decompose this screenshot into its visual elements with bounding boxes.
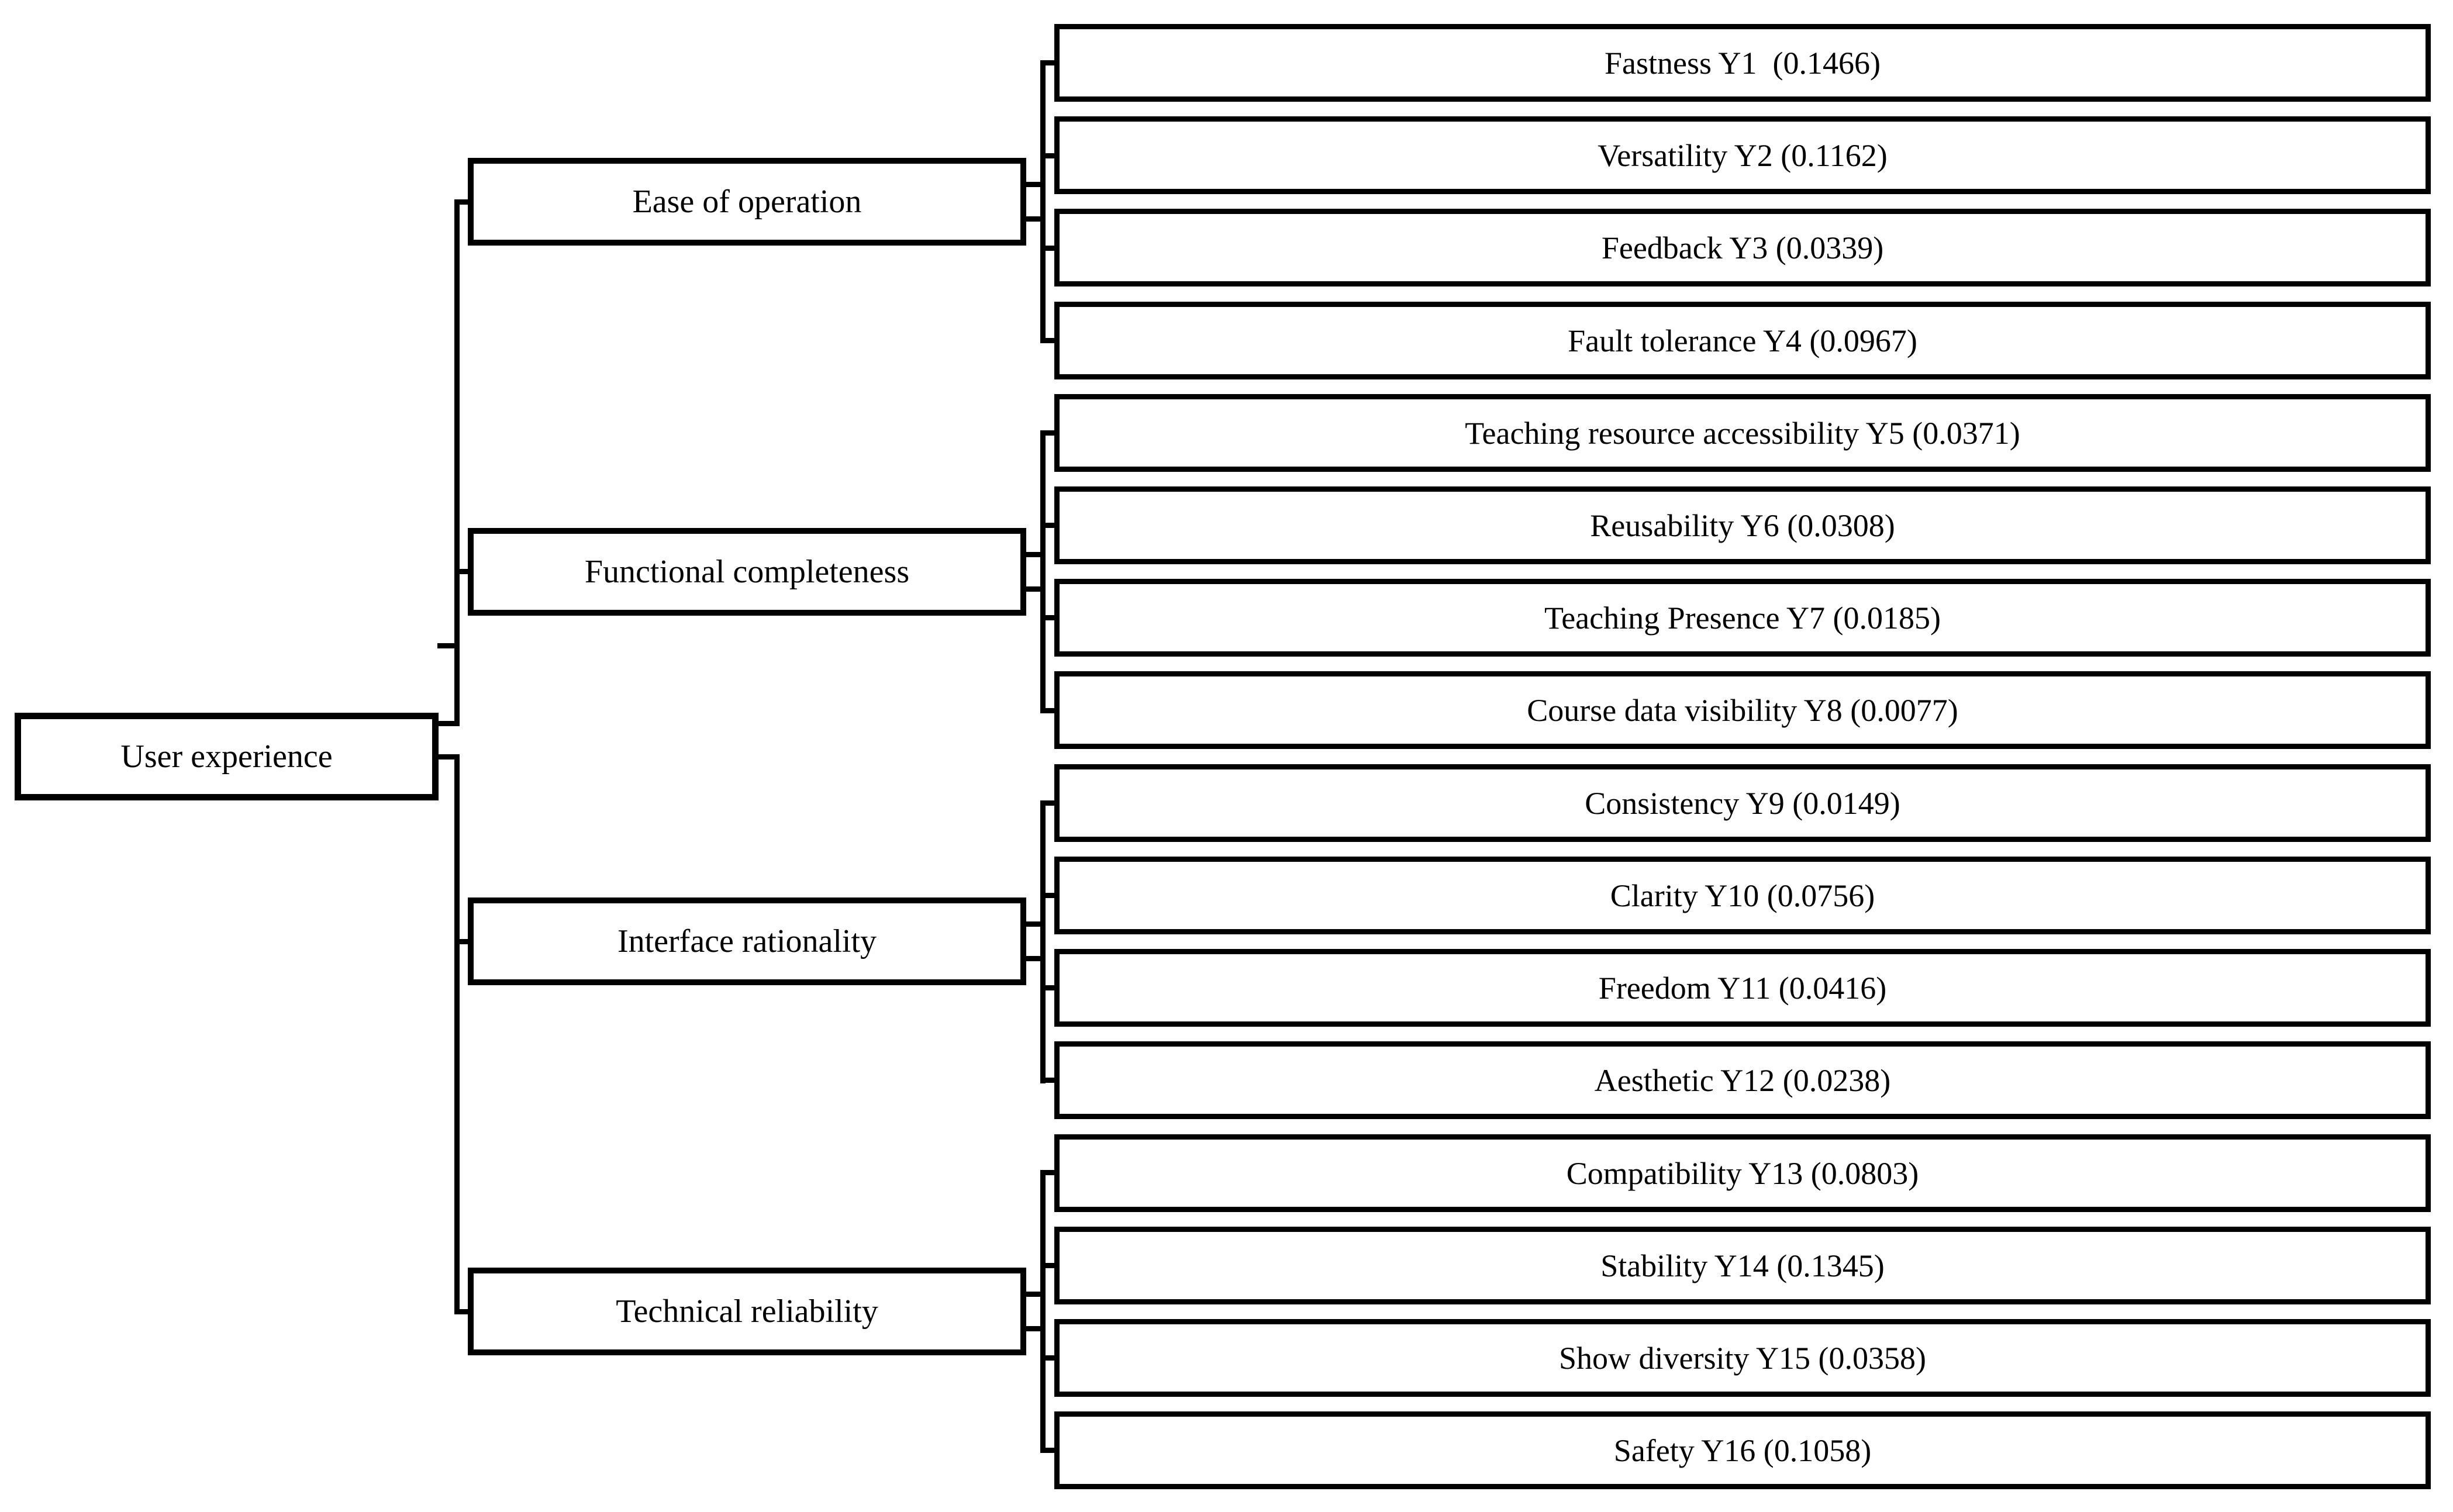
leaf-box-y10: Clarity Y10 (0.0756)	[1054, 857, 2431, 934]
connector-trunk-lower	[454, 754, 460, 1314]
connector-cat3-stub-lower	[1026, 956, 1040, 961]
connector-leaf-stub-y12	[1046, 1078, 1054, 1083]
leaf-box-y4: Fault tolerance Y4 (0.0967)	[1054, 302, 2431, 379]
leaf-label: Consistency Y9 (0.0149)	[1585, 785, 1900, 821]
connector-stub-functional-completeness	[460, 569, 468, 574]
leaf-box-y1: Fastness Y1 (0.1466)	[1054, 24, 2431, 102]
connector-leaf-stub-y16	[1046, 1448, 1054, 1453]
connector-cat4-stub-upper	[1026, 1292, 1040, 1297]
category-box-technical-reliability: Technical reliability	[468, 1268, 1026, 1355]
leaf-box-y5: Teaching resource accessibility Y5 (0.03…	[1054, 394, 2431, 472]
category-label: Functional completeness	[584, 554, 910, 590]
connector-stub-ease-of-operation	[460, 199, 468, 205]
leaf-box-y9: Consistency Y9 (0.0149)	[1054, 764, 2431, 842]
connector-cat2-stub-upper	[1026, 552, 1040, 557]
connector-cat3-stub-upper	[1026, 921, 1040, 927]
root-label: User experience	[120, 738, 333, 775]
connector-leaf-stub-y1	[1046, 60, 1054, 65]
connector-cat2-stub-lower	[1026, 586, 1040, 592]
leaf-label: Course data visibility Y8 (0.0077)	[1527, 692, 1958, 728]
leaf-box-y12: Aesthetic Y12 (0.0238)	[1054, 1041, 2431, 1119]
connector-stub-technical-reliability	[460, 1309, 468, 1314]
connector-leaf-stub-y5	[1046, 430, 1054, 436]
leaf-box-y16: Safety Y16 (0.1058)	[1054, 1411, 2431, 1489]
root-box-user-experience: User experience	[15, 713, 439, 800]
leaf-label: Stability Y14 (0.1345)	[1600, 1248, 1885, 1283]
leaf-box-y6: Reusability Y6 (0.0308)	[1054, 486, 2431, 564]
connector-leaf-stub-y6	[1046, 523, 1054, 528]
connector-leaf-stub-y13	[1046, 1170, 1054, 1175]
connector-leaf-stub-y3	[1046, 246, 1054, 251]
leaf-box-y15: Show diversity Y15 (0.0358)	[1054, 1319, 2431, 1397]
category-box-ease-of-operation: Ease of operation	[468, 158, 1026, 246]
leaf-box-y8: Course data visibility Y8 (0.0077)	[1054, 671, 2431, 749]
connector-cat1-stub-upper	[1026, 182, 1040, 187]
connector-trunk-tick	[437, 643, 454, 648]
connector-leaf-stub-y11	[1046, 985, 1054, 990]
leaf-label: Feedback Y3 (0.0339)	[1601, 230, 1884, 265]
category-label: Interface rationality	[617, 923, 877, 959]
connector-root-stub-lower	[436, 754, 460, 760]
category-box-interface-rationality: Interface rationality	[468, 897, 1026, 985]
connector-leaf-stub-y7	[1046, 615, 1054, 620]
category-label: Technical reliability	[616, 1293, 878, 1330]
leaf-label: Reusability Y6 (0.0308)	[1590, 508, 1895, 543]
connector-group1-vertical	[1040, 60, 1046, 343]
leaf-label: Clarity Y10 (0.0756)	[1610, 878, 1875, 913]
connector-leaf-stub-y14	[1046, 1263, 1054, 1268]
connector-group2-vertical	[1040, 430, 1046, 713]
leaf-label: Aesthetic Y12 (0.0238)	[1594, 1062, 1891, 1098]
connector-stub-interface-rationality	[460, 939, 468, 944]
leaf-label: Versatility Y2 (0.1162)	[1598, 137, 1888, 173]
connector-leaf-stub-y10	[1046, 893, 1054, 898]
connector-leaf-stub-y4	[1046, 338, 1054, 343]
category-label: Ease of operation	[632, 184, 862, 220]
connector-cat1-stub-lower	[1026, 216, 1040, 222]
leaf-label: Freedom Y11 (0.0416)	[1598, 970, 1887, 1006]
category-box-functional-completeness: Functional completeness	[468, 528, 1026, 616]
leaf-label: Teaching Presence Y7 (0.0185)	[1544, 600, 1941, 636]
connector-leaf-stub-y15	[1046, 1355, 1054, 1361]
leaf-box-y3: Feedback Y3 (0.0339)	[1054, 209, 2431, 286]
connector-leaf-stub-y8	[1046, 708, 1054, 713]
leaf-label: Fastness Y1 (0.1466)	[1605, 45, 1881, 81]
connector-cat4-stub-lower	[1026, 1326, 1040, 1331]
leaf-label: Compatibility Y13 (0.0803)	[1566, 1155, 1919, 1191]
leaf-label: Safety Y16 (0.1058)	[1613, 1432, 1872, 1468]
connector-root-stub-upper	[436, 721, 460, 726]
leaf-box-y14: Stability Y14 (0.1345)	[1054, 1227, 2431, 1304]
leaf-label: Teaching resource accessibility Y5 (0.03…	[1465, 415, 2020, 451]
connector-group3-vertical	[1040, 800, 1046, 1083]
connector-group4-vertical	[1040, 1170, 1046, 1453]
connector-leaf-stub-y9	[1046, 800, 1054, 806]
leaf-box-y13: Compatibility Y13 (0.0803)	[1054, 1134, 2431, 1212]
connector-trunk-upper	[454, 199, 460, 726]
leaf-box-y7: Teaching Presence Y7 (0.0185)	[1054, 579, 2431, 657]
leaf-box-y11: Freedom Y11 (0.0416)	[1054, 949, 2431, 1027]
leaf-label: Fault tolerance Y4 (0.0967)	[1568, 323, 1917, 358]
connector-leaf-stub-y2	[1046, 153, 1054, 158]
leaf-label: Show diversity Y15 (0.0358)	[1559, 1340, 1926, 1376]
leaf-box-y2: Versatility Y2 (0.1162)	[1054, 116, 2431, 194]
